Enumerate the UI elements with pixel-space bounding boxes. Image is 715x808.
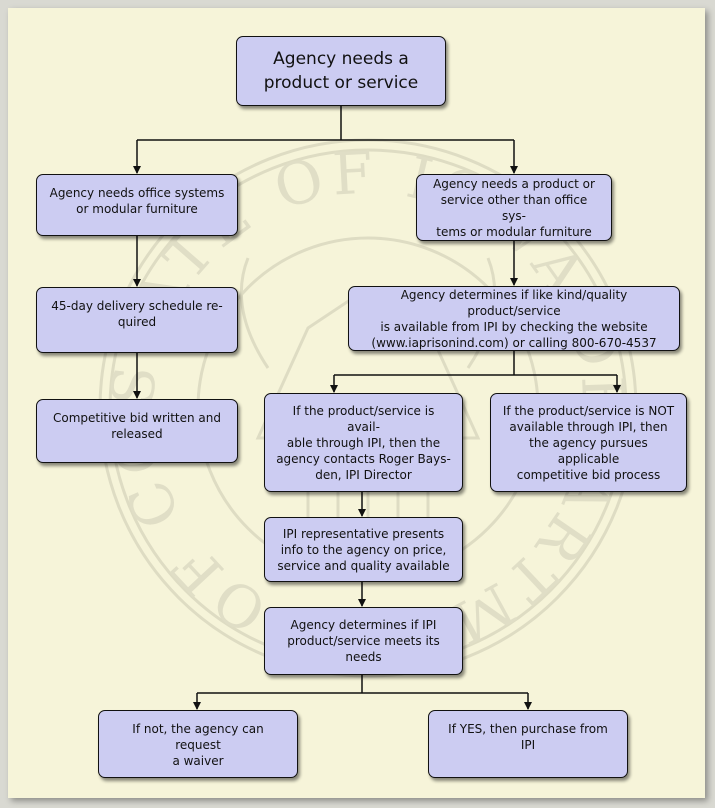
connector-lines: [133, 106, 621, 710]
flowchart-canvas: STATE OF IOWA DEPARTMENT OF CORRECTIONS: [8, 8, 705, 798]
connector-determine-split: [334, 351, 617, 376]
node-ipi-not-available: If the product/service is NOT available …: [490, 393, 687, 492]
node-determine-availability: Agency determines if like kind/quality p…: [348, 286, 680, 351]
node-ipi-presents: IPI representative presents info to the …: [264, 517, 463, 582]
node-meets-needs: Agency determines if IPI product/service…: [264, 607, 463, 675]
connector-start-split: [137, 106, 514, 141]
node-ipi-available: If the product/service is avail- able th…: [264, 393, 463, 492]
node-other-product: Agency needs a product or service other …: [416, 174, 612, 241]
node-office-systems: Agency needs office systems or modular f…: [36, 174, 238, 236]
node-agency-needs-product: Agency needs a product or service: [236, 36, 446, 106]
node-request-waiver: If not, the agency can request a waiver: [98, 710, 298, 778]
connector-meets-split: [197, 675, 528, 694]
node-delivery-schedule: 45-day delivery schedule re- quired: [36, 287, 238, 353]
node-purchase-from-ipi: If YES, then purchase from IPI: [428, 710, 628, 778]
node-competitive-bid: Competitive bid written and released: [36, 399, 238, 463]
